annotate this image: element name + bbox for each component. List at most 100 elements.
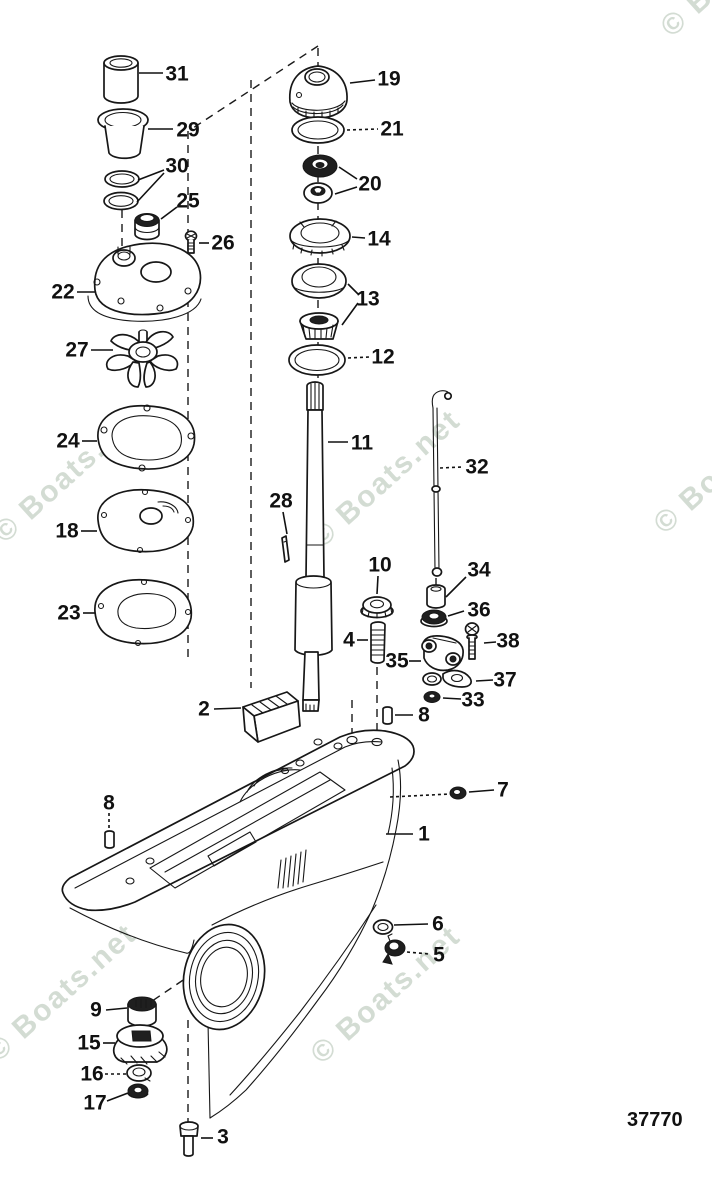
callout-label-3: 3 [217, 1126, 229, 1149]
part-12-o-ring [288, 344, 346, 376]
part-38-screw [464, 622, 480, 660]
leader-line-13 [341, 302, 359, 326]
leader-line-34 [445, 576, 467, 598]
part-27-impeller [105, 329, 179, 388]
callout-label-24: 24 [56, 430, 80, 453]
leader-line-2 [213, 707, 242, 710]
part-16-washer [126, 1064, 152, 1082]
part-15-pinion-gear [112, 1024, 168, 1065]
part-30-o-rings [103, 170, 140, 211]
leader-line-33 [442, 697, 462, 700]
part-13-tapered-bearing [291, 263, 347, 340]
leader-line-32 [439, 466, 464, 469]
part-6-seal-washer [372, 919, 394, 935]
callout-label-10: 10 [368, 554, 391, 577]
leader-line-38 [483, 641, 497, 644]
callout-label-38: 38 [496, 630, 520, 653]
leader-line-19 [349, 79, 376, 84]
callout-label-29: 29 [176, 119, 199, 142]
callout-layer: 3129302526222724182319212014131211322810… [51, 63, 520, 1149]
callout-label-23: 23 [57, 602, 80, 625]
part-24-gasket-upper [97, 404, 196, 472]
part-29-bushing-cup [97, 108, 149, 160]
leader-line-6 [393, 923, 429, 926]
part-28-drive-key [281, 535, 290, 563]
diagram-number: 37770 [627, 1109, 683, 1131]
part-32-shift-rod [431, 390, 453, 577]
callout-label-8: 8 [418, 704, 430, 727]
callout-label-12: 12 [371, 346, 394, 369]
leader-line-7 [389, 793, 451, 798]
callout-label-34: 34 [467, 559, 491, 582]
callout-label-25: 25 [176, 190, 200, 213]
callout-label-9: 9 [90, 999, 102, 1022]
callout-label-26: 26 [211, 232, 234, 255]
leader-line-30 [136, 172, 165, 203]
leader-line-7 [468, 789, 495, 793]
part-35-shift-cam [421, 635, 464, 672]
leader-line-36 [447, 610, 465, 617]
watermark-text: © Boats.net [654, 0, 712, 43]
part-11-driveshaft [294, 381, 333, 712]
callout-label-6: 6 [432, 913, 444, 936]
part-10-flange-nut [360, 596, 394, 619]
leader-line-17 [106, 1092, 129, 1102]
watermark-text: © Boats.net [304, 919, 467, 1070]
callout-label-11: 11 [351, 432, 374, 455]
part-19-dome-cover [289, 65, 348, 119]
part-8-dowel-pin-left [104, 830, 115, 849]
part-1-gearcase-housing [61, 729, 415, 1119]
leader-line-13 [347, 283, 360, 296]
callout-label-5: 5 [433, 944, 445, 967]
part-2-anode-wedge [242, 691, 301, 743]
leader-line-20 [338, 166, 358, 180]
watermark-text: © Boats.net [304, 403, 467, 554]
callout-label-28: 28 [269, 490, 293, 513]
part-8-dowel-pin-right [382, 706, 393, 725]
part-34-bushing [426, 584, 446, 609]
callout-label-32: 32 [465, 456, 488, 479]
part-21-o-ring [291, 116, 345, 144]
part-37-washer-and-link [422, 669, 472, 688]
callout-label-21: 21 [380, 118, 404, 141]
callout-label-4: 4 [343, 629, 355, 652]
callout-label-33: 33 [461, 689, 484, 712]
callout-label-35: 35 [385, 650, 409, 673]
part-36-nut [420, 609, 448, 628]
part-4-pivot-pin [370, 621, 386, 664]
callout-label-18: 18 [55, 520, 79, 543]
leader-line-9 [105, 1007, 128, 1011]
leader-line-14 [351, 236, 366, 239]
part-3-bolt [179, 1121, 199, 1157]
part-26-screw [184, 230, 198, 254]
callout-label-27: 27 [65, 339, 88, 362]
part-20-oil-seals [302, 154, 338, 204]
callout-label-19: 19 [377, 68, 400, 91]
part-25-plug-cap [134, 213, 160, 241]
callout-label-13: 13 [356, 288, 379, 311]
callout-label-36: 36 [467, 599, 490, 622]
part-31-sleeve-tube [103, 55, 139, 104]
callout-label-7: 7 [497, 779, 509, 802]
callout-label-17: 17 [83, 1092, 106, 1115]
leader-line-30 [137, 169, 165, 181]
part-7-plug [449, 786, 467, 800]
leader-line-37 [475, 679, 494, 682]
leader-line-5 [406, 951, 430, 955]
leader-line-10 [376, 575, 379, 595]
callout-label-14: 14 [367, 228, 391, 251]
callout-label-20: 20 [358, 173, 381, 196]
part-14-bearing-retainer-plate [289, 218, 351, 257]
callout-label-16: 16 [80, 1063, 103, 1086]
part-17-nut [127, 1083, 149, 1099]
leader-line-21 [346, 128, 379, 131]
callout-label-2: 2 [198, 698, 210, 721]
leader-line-25 [160, 206, 178, 220]
part-33-nut [423, 691, 441, 703]
watermark-text: © Boats.net [647, 389, 712, 540]
part-9-bushing [127, 996, 157, 1027]
callout-label-30: 30 [165, 155, 188, 178]
part-23-gasket-lower [94, 578, 193, 647]
